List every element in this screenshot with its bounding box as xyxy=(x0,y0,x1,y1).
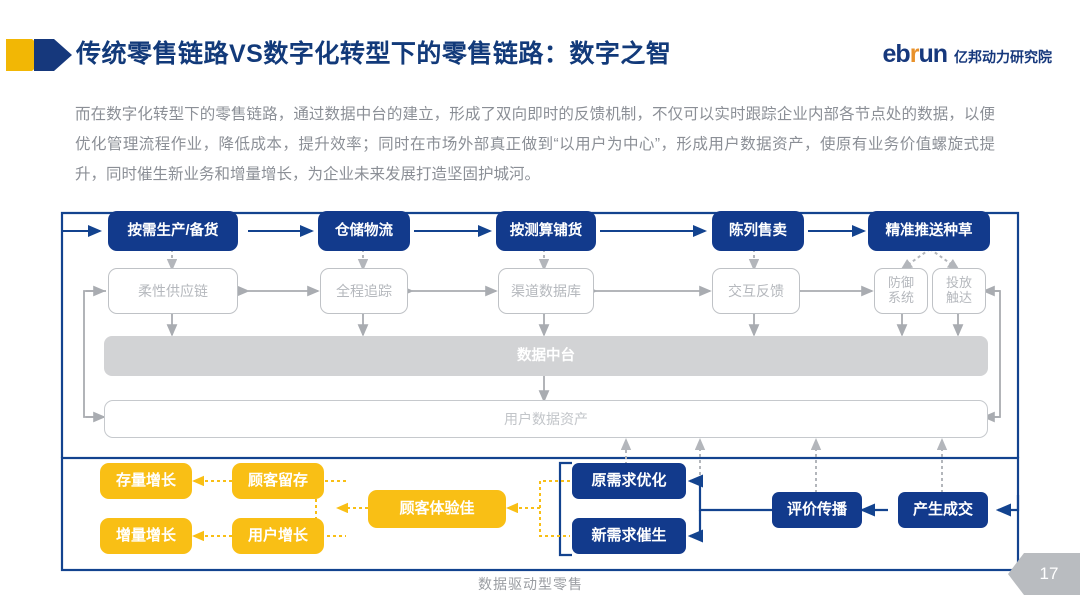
node-review-spread-label: 评价传播 xyxy=(786,501,847,519)
node-user-growth[interactable]: 用户增长 xyxy=(232,518,324,554)
node-mid-4-label: 防御系统 xyxy=(888,275,915,305)
node-top-1[interactable]: 仓储物流 xyxy=(318,211,410,251)
node-mid-1-label: 全程追踪 xyxy=(336,282,392,299)
logo-wordmark: ebrun xyxy=(882,40,948,68)
ebrun-logo: ebrun 亿邦动力研究院 xyxy=(883,42,1052,67)
logo-chinese-name: 亿邦动力研究院 xyxy=(954,49,1052,65)
node-top-0-label: 按需生产/备货 xyxy=(127,222,219,239)
node-customer-retention-label: 顾客留存 xyxy=(247,472,308,490)
node-mid-5[interactable]: 投放触达 xyxy=(932,268,986,314)
node-customer-retention[interactable]: 顾客留存 xyxy=(232,463,324,499)
node-mid-3[interactable]: 交互反馈 xyxy=(712,268,800,314)
page-number-badge: 17 xyxy=(1008,553,1080,595)
node-growth-stock[interactable]: 存量增长 xyxy=(100,463,192,499)
logo-wordmark-accent: r xyxy=(909,40,920,68)
page-number: 17 xyxy=(1039,564,1059,583)
node-demand-optimize[interactable]: 原需求优化 xyxy=(572,463,686,499)
node-customer-experience[interactable]: 顾客体验佳 xyxy=(368,490,506,528)
node-mid-3-label: 交互反馈 xyxy=(728,282,784,299)
node-mid-2-label: 渠道数据库 xyxy=(511,282,581,299)
node-top-3[interactable]: 陈列售卖 xyxy=(712,211,804,251)
node-demand-create[interactable]: 新需求催生 xyxy=(572,518,686,554)
node-mid-2[interactable]: 渠道数据库 xyxy=(498,268,594,314)
logo-wordmark-post: un xyxy=(918,40,948,68)
node-mid-4[interactable]: 防御系统 xyxy=(874,268,928,314)
node-top-4-label: 精准推送种草 xyxy=(885,222,973,239)
page-title: 传统零售链路VS数字化转型下的零售链路：数字之智 xyxy=(76,40,672,68)
node-growth-stock-label: 存量增长 xyxy=(115,472,176,490)
retail-chain-diagram: 按需生产/备货 仓储物流 按测算铺货 陈列售卖 精准推送种草 柔性供应链 全程追… xyxy=(0,195,1080,592)
node-mid-0-label: 柔性供应链 xyxy=(138,282,208,299)
data-platform-bar[interactable]: 数据中台 xyxy=(104,336,988,376)
node-top-2[interactable]: 按测算铺货 xyxy=(496,211,596,251)
user-data-asset-bar[interactable]: 用户数据资产 xyxy=(104,400,988,438)
node-top-4[interactable]: 精准推送种草 xyxy=(868,211,990,251)
node-mid-1[interactable]: 全程追踪 xyxy=(320,268,408,314)
data-platform-bar-label: 数据中台 xyxy=(517,347,575,364)
node-top-2-label: 按测算铺货 xyxy=(509,222,583,239)
body-paragraph: 而在数字化转型下的零售链路，通过数据中台的建立，形成了双向即时的反馈机制，不仅可… xyxy=(75,106,995,183)
node-growth-increment-label: 增量增长 xyxy=(115,527,176,545)
user-data-asset-bar-label: 用户数据资产 xyxy=(504,410,588,427)
node-growth-increment[interactable]: 增量增长 xyxy=(100,518,192,554)
node-top-1-label: 仓储物流 xyxy=(335,222,393,239)
node-demand-create-label: 新需求催生 xyxy=(591,527,667,545)
node-customer-experience-label: 顾客体验佳 xyxy=(399,500,475,518)
node-transaction[interactable]: 产生成交 xyxy=(898,492,988,528)
node-review-spread[interactable]: 评价传播 xyxy=(772,492,862,528)
node-top-0[interactable]: 按需生产/备货 xyxy=(108,211,238,251)
logo-wordmark-pre: eb xyxy=(882,40,911,68)
node-user-growth-label: 用户增长 xyxy=(247,527,308,545)
node-transaction-label: 产生成交 xyxy=(912,501,973,519)
node-demand-optimize-label: 原需求优化 xyxy=(591,472,667,490)
diagram-caption: 数据驱动型零售 xyxy=(478,576,583,592)
chevron-logo-icon xyxy=(6,39,72,71)
node-top-3-label: 陈列售卖 xyxy=(729,222,787,239)
node-mid-0[interactable]: 柔性供应链 xyxy=(108,268,238,314)
node-mid-5-label: 投放触达 xyxy=(946,275,973,305)
